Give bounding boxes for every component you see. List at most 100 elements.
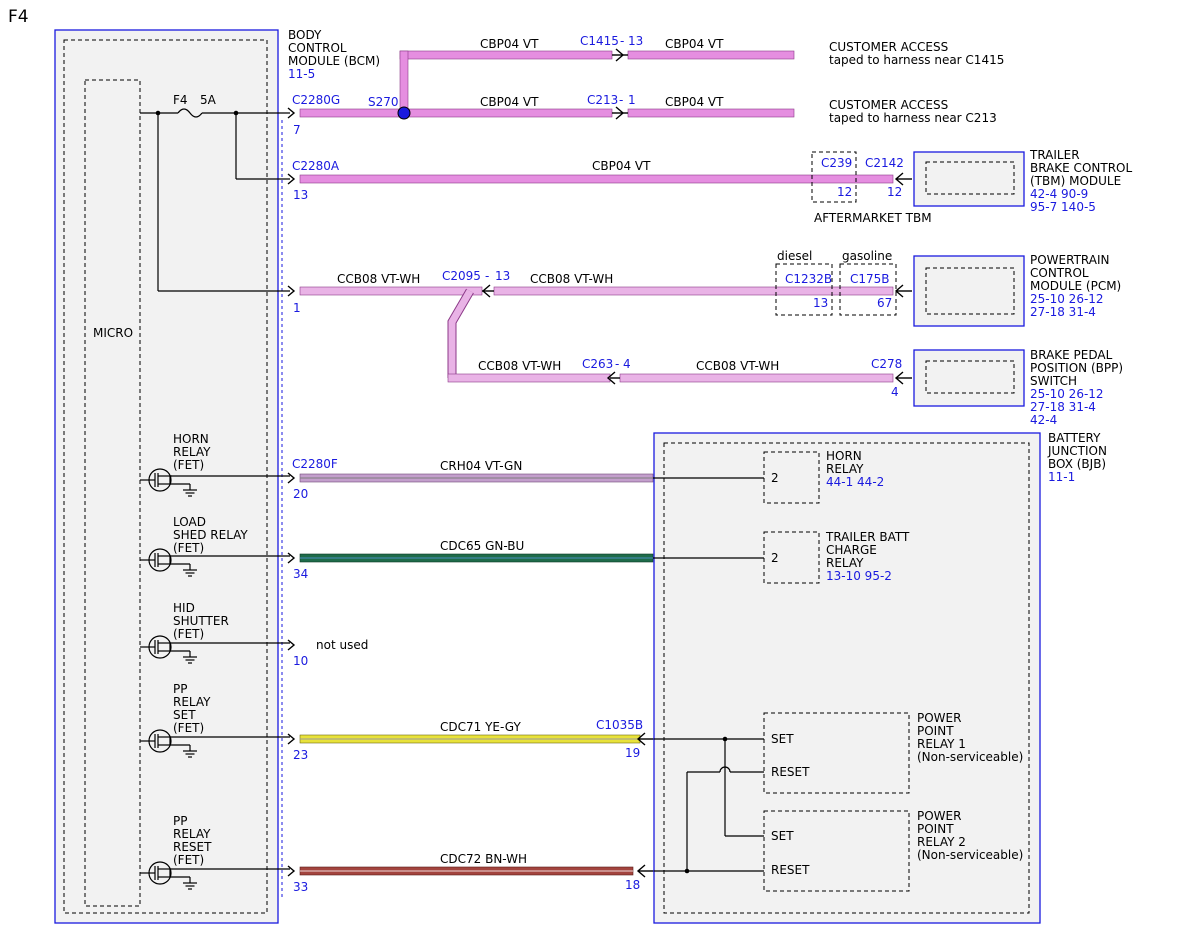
wire-label-cbp04-a: CBP04 VT (480, 37, 539, 51)
svg-text:-: - (615, 357, 619, 371)
svg-text:-: - (485, 269, 489, 283)
svg-text:(FET): (FET) (173, 853, 204, 867)
pcm-label: POWERTRAIN CONTROL MODULE (PCM) 25-10 26… (1030, 253, 1121, 319)
wire-label-ccb08-d: CCB08 VT-WH (696, 359, 779, 373)
fet-load-shed-relay: LOAD SHED RELAY (FET) (140, 515, 290, 577)
svg-text:42-4: 42-4 (1030, 413, 1057, 427)
svg-text:RELAY 1: RELAY 1 (917, 737, 966, 751)
svg-text:BOX (BJB): BOX (BJB) (1048, 457, 1106, 471)
bpp-switch (913, 349, 1025, 407)
svg-text:BRAKE CONTROL: BRAKE CONTROL (1030, 161, 1132, 175)
tbm-label: TRAILER BRAKE CONTROL (TBM) MODULE 42-4 … (1029, 148, 1132, 214)
svg-text:CUSTOMER ACCESS: CUSTOMER ACCESS (829, 98, 948, 112)
conn-c278: C278 (871, 357, 902, 371)
svg-text:C1232B: C1232B (785, 272, 832, 286)
svg-text:13-10 95-2: 13-10 95-2 (826, 569, 892, 583)
svg-text:27-18 31-4: 27-18 31-4 (1030, 400, 1096, 414)
conn-c213-label: C213 - 1 (587, 93, 636, 107)
conn-cdc71-pin: 23 (293, 748, 308, 762)
svg-text:HID: HID (173, 601, 195, 615)
wire-label-cbp04-c: CBP04 VT (480, 95, 539, 109)
conn-c2280g: C2280G (292, 93, 340, 107)
pp-relay-2: SET RESET POWER POINT RELAY 2 (Non-servi… (763, 809, 1023, 892)
conn-hid-pin: 10 (293, 654, 308, 668)
svg-text:LOAD: LOAD (173, 515, 206, 529)
conn-c2142: C2142 (865, 156, 904, 170)
conn-c2280g-pin: 7 (293, 123, 301, 137)
wire-label-cdc72: CDC72 BN-WH (440, 852, 527, 866)
svg-text:1: 1 (628, 93, 636, 107)
svg-text:SWITCH: SWITCH (1030, 374, 1077, 388)
svg-text:RELAY: RELAY (173, 695, 211, 709)
conn-c1415-label: C1415 - 13 (580, 34, 643, 48)
svg-text:TRAILER BATT: TRAILER BATT (825, 530, 910, 544)
svg-text:C263: C263 (582, 357, 613, 371)
svg-text:CONTROL: CONTROL (288, 41, 347, 55)
svg-text:42-4 90-9: 42-4 90-9 (1030, 187, 1088, 201)
conn-c1035b-pin-reset: 18 (625, 878, 640, 892)
connector-c175b: C175B 67 (839, 263, 897, 316)
svg-text:taped to harness near C213: taped to harness near C213 (829, 111, 997, 125)
svg-text:-: - (619, 93, 623, 107)
conn-c2142-pin: 12 (887, 185, 902, 199)
conn-c2280f-pin: 20 (293, 487, 308, 501)
not-used-label: not used (316, 638, 368, 652)
diesel-label: diesel (777, 249, 812, 263)
svg-text:PP: PP (173, 814, 187, 828)
horn-relay: 2 HORN RELAY 44-1 44-2 (763, 449, 884, 504)
svg-text:12: 12 (837, 185, 852, 199)
splice-s270-dot (397, 106, 411, 120)
bcm-connector-chevrons (287, 107, 296, 877)
svg-text:2: 2 (771, 471, 779, 485)
svg-text:SET: SET (771, 829, 794, 843)
svg-text:MODULE (PCM): MODULE (PCM) (1030, 279, 1121, 293)
svg-text:44-1 44-2: 44-1 44-2 (826, 475, 884, 489)
wire-cbp04-c2280a (299, 174, 894, 184)
conn-cdc65-pin: 34 (293, 567, 308, 581)
tbm-module (913, 151, 1025, 207)
svg-text:SHUTTER: SHUTTER (173, 614, 229, 628)
svg-text:C239: C239 (821, 156, 852, 170)
svg-text:POWER: POWER (917, 809, 961, 823)
svg-text:PP: PP (173, 682, 187, 696)
svg-text:SET: SET (173, 708, 196, 722)
svg-text:C2095: C2095 (442, 269, 481, 283)
svg-text:C1415: C1415 (580, 34, 619, 48)
svg-text:RESET: RESET (771, 863, 810, 877)
svg-text:RELAY: RELAY (826, 462, 864, 476)
wire-label-cbp04-d: CBP04 VT (665, 95, 724, 109)
wire-cdc65 (299, 553, 654, 563)
svg-text:TRAILER: TRAILER (1029, 148, 1080, 162)
wire-label-cdc71: CDC71 YE-GY (440, 720, 521, 734)
micro-label: MICRO (93, 326, 133, 340)
wire-label-cbp04-b: CBP04 VT (665, 37, 724, 51)
wire-label-ccb08-c: CCB08 VT-WH (478, 359, 561, 373)
svg-text:(FET): (FET) (173, 721, 204, 735)
pp-relay-1: SET RESET POWER POINT RELAY 1 (Non-servi… (763, 711, 1023, 794)
svg-text:CONTROL: CONTROL (1030, 266, 1089, 280)
conn-c278-pin: 4 (891, 385, 899, 399)
svg-text:4: 4 (623, 357, 631, 371)
svg-text:RELAY 2: RELAY 2 (917, 835, 966, 849)
customer-access-1: CUSTOMER ACCESS taped to harness near C1… (829, 40, 1004, 67)
conn-c1035b-pin-set: 19 (625, 746, 640, 760)
wire-label-ccb08-a: CCB08 VT-WH (337, 272, 420, 286)
svg-text:CHARGE: CHARGE (826, 543, 877, 557)
aftermarket-tbm-connector: C239 12 AFTERMARKET TBM (811, 151, 932, 225)
gasoline-label: gasoline (842, 249, 892, 263)
fet-hid-shutter: HID SHUTTER (FET) (140, 601, 290, 664)
wire-label-crh04: CRH04 VT-GN (440, 459, 522, 473)
inline-connector-arrows (481, 48, 912, 878)
wire-label-cbp04-e: CBP04 VT (592, 159, 651, 173)
svg-text:JUNCTION: JUNCTION (1047, 444, 1107, 458)
conn-c263-label: C263 - 4 (582, 357, 631, 371)
svg-text:RELAY: RELAY (173, 445, 211, 459)
svg-text:11-1: 11-1 (1048, 470, 1075, 484)
fuse-rating: 5A (200, 93, 217, 107)
svg-text:POINT: POINT (917, 822, 954, 836)
wire-label-cdc65: CDC65 GN-BU (440, 539, 524, 553)
wire-label-ccb08-b: CCB08 VT-WH (530, 272, 613, 286)
svg-text:-: - (620, 34, 624, 48)
conn-c2280a-pin: 13 (293, 188, 308, 202)
